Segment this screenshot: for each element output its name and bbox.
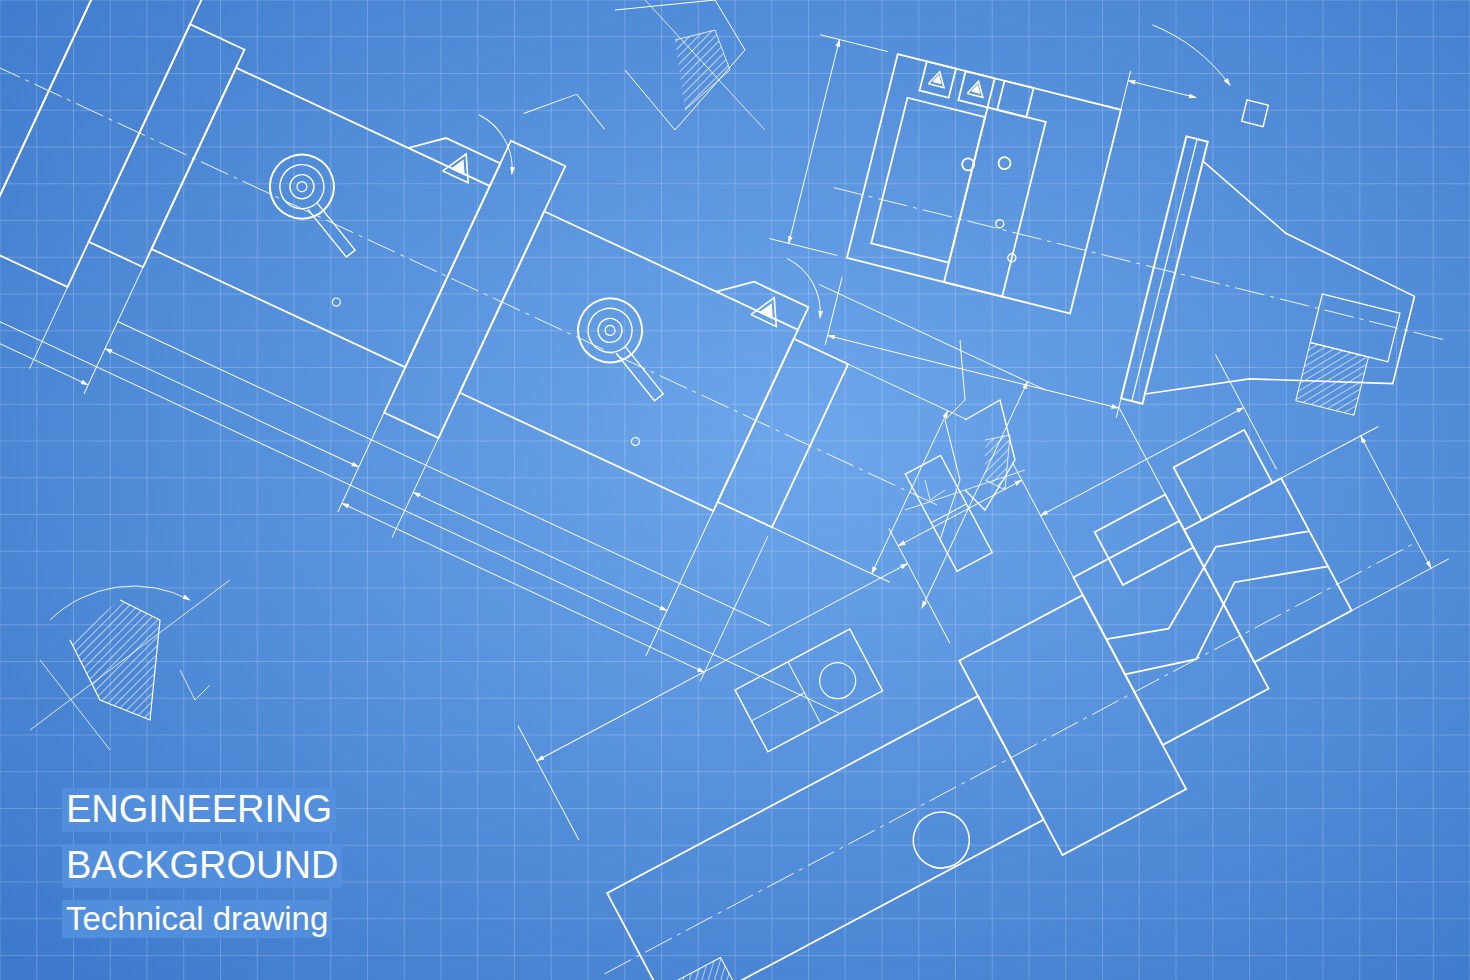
weld-detail (905, 340, 1025, 540)
caption-text: Technical drawing (62, 900, 332, 938)
profile-sketch (615, 0, 765, 130)
section-view (735, 629, 883, 752)
milling-head-drawing (748, 0, 1470, 490)
caption-text: BACKGROUND (62, 844, 342, 888)
section-sketch (30, 580, 230, 750)
boring-bar-drawing (0, 0, 1075, 762)
caption-text: ENGINEERING (62, 788, 336, 832)
tool-holder-drawing (464, 268, 1470, 980)
